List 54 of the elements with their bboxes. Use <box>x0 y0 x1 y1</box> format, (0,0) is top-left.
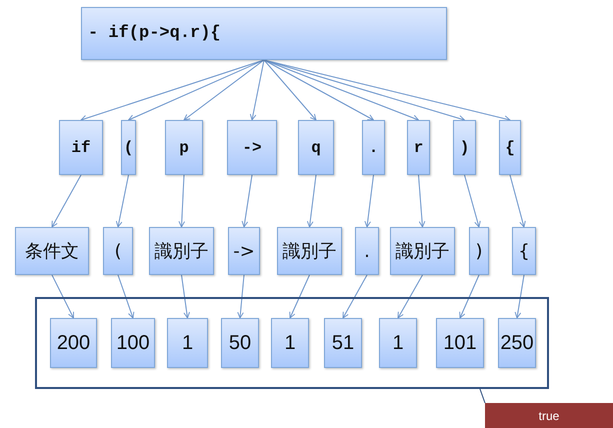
category-box: -> <box>228 227 260 275</box>
arrow <box>52 174 82 228</box>
arrow <box>464 174 481 228</box>
arrow <box>264 60 316 120</box>
arrow <box>250 60 264 120</box>
value-box: 50 <box>221 318 259 368</box>
token-box: { <box>499 120 521 175</box>
arrow <box>459 274 480 318</box>
arrow <box>178 174 186 228</box>
arrow <box>364 174 374 228</box>
value-box: 250 <box>498 318 536 368</box>
arrow <box>181 274 190 318</box>
category-box: . <box>355 227 379 275</box>
token-box: q <box>298 120 334 175</box>
token-box: ( <box>121 120 136 175</box>
arrow <box>342 274 368 318</box>
arrow <box>184 60 264 120</box>
arrow <box>264 60 374 120</box>
arrow <box>510 174 526 228</box>
category-box: 条件文 <box>15 227 89 275</box>
arrow <box>398 274 423 318</box>
arrow <box>242 174 252 228</box>
arrow <box>80 60 264 122</box>
value-box: 101 <box>436 318 484 368</box>
category-box: ) <box>469 227 489 275</box>
token-box: r <box>407 120 430 175</box>
value-box: 1 <box>379 318 417 368</box>
arrow <box>418 174 426 228</box>
value-box: 51 <box>324 318 362 368</box>
token-box: . <box>362 120 385 175</box>
value-box: 200 <box>50 318 97 368</box>
arrow <box>52 274 74 318</box>
arrow <box>237 274 244 318</box>
token-box: ) <box>453 120 476 175</box>
value-box: 1 <box>271 318 309 368</box>
arrow <box>289 274 310 318</box>
callout-box: true <box>485 403 613 428</box>
arrow <box>306 174 316 228</box>
category-box: 識別子 <box>390 227 455 275</box>
leader-line <box>480 388 486 404</box>
arrow <box>118 274 134 318</box>
token-box: if <box>59 120 103 175</box>
category-box: ( <box>103 227 133 275</box>
category-box: { <box>512 227 536 275</box>
box-shape <box>35 297 549 389</box>
token-box: -> <box>227 120 277 175</box>
arrow <box>514 274 524 318</box>
arrow <box>128 60 264 121</box>
value-box: 1 <box>167 318 208 368</box>
value-box: 100 <box>111 318 155 368</box>
token-box: p <box>165 120 203 175</box>
category-box: 識別子 <box>149 227 214 275</box>
arrow <box>116 174 129 228</box>
category-box: 識別子 <box>277 227 342 275</box>
